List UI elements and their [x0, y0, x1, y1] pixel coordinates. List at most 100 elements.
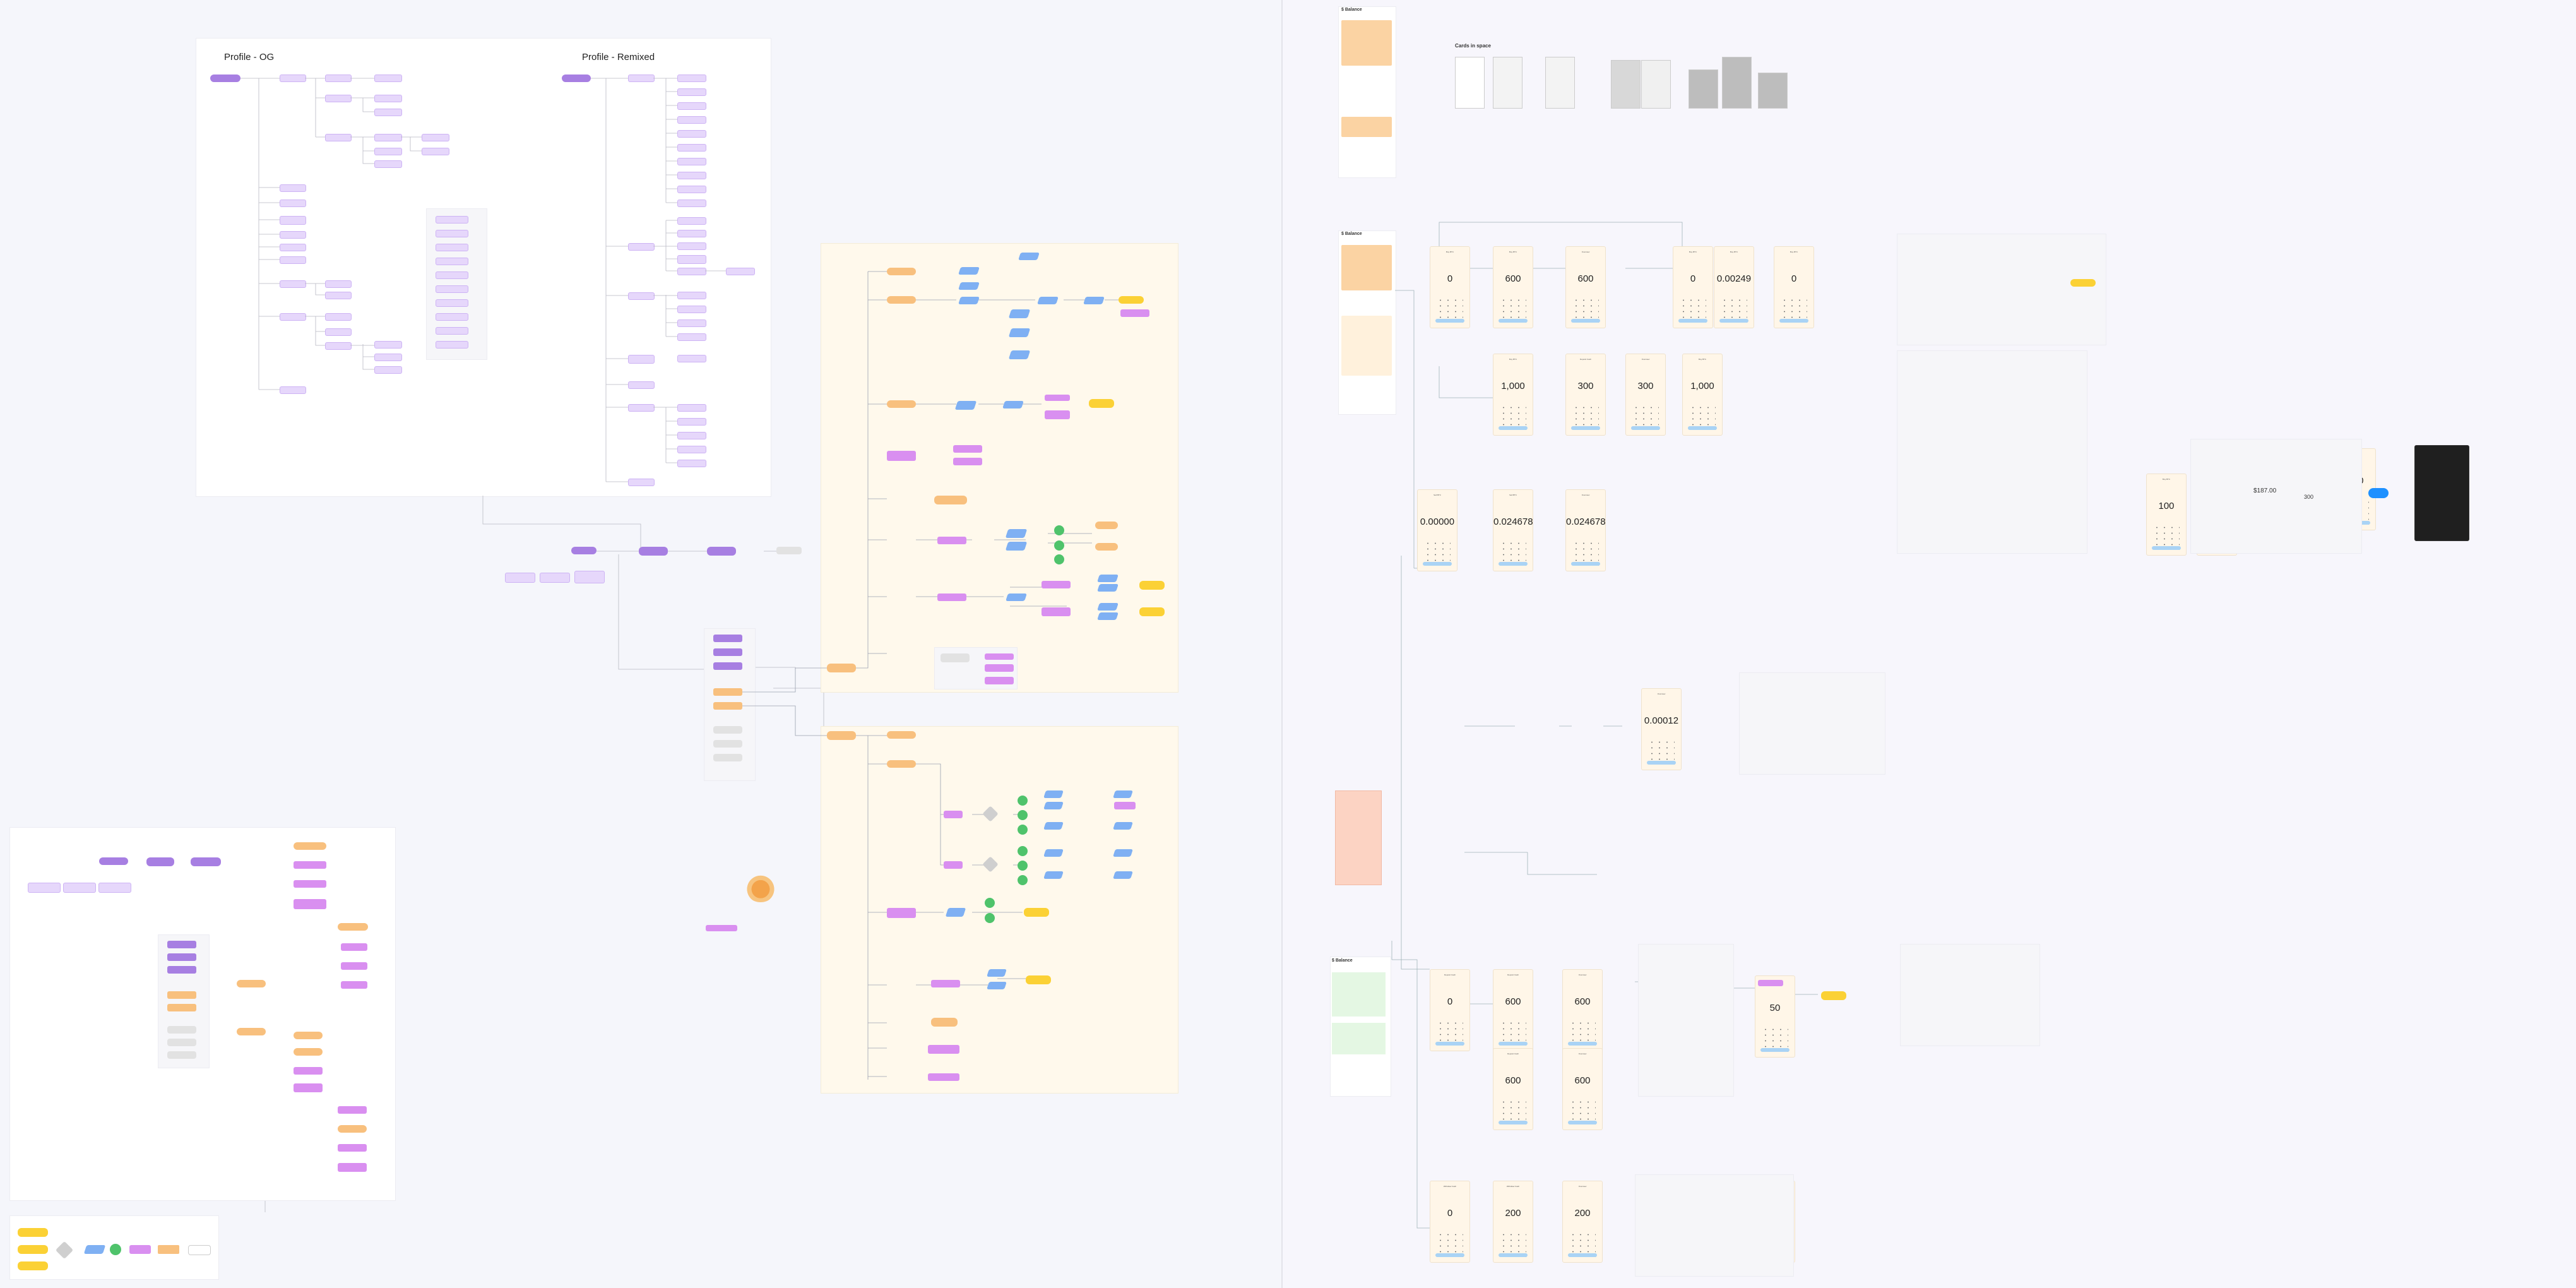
lower-leaf-node[interactable] [338, 1144, 367, 1152]
remix-child[interactable] [677, 319, 706, 327]
flow-node[interactable] [1045, 395, 1070, 401]
lower-leaf-node[interactable] [338, 1163, 367, 1172]
continue-button[interactable] [1760, 1048, 1790, 1052]
og-side-item[interactable] [436, 258, 468, 265]
remix-child[interactable] [677, 88, 706, 96]
lower-hub-node[interactable] [99, 857, 128, 865]
stack-item-grey[interactable] [713, 726, 742, 734]
remix-node[interactable] [628, 404, 655, 412]
og-node[interactable] [325, 134, 352, 141]
og-node[interactable] [374, 341, 402, 349]
flow-node[interactable] [928, 1045, 959, 1054]
lower-leaf-node[interactable] [341, 962, 367, 970]
keypad[interactable] [1569, 1099, 1596, 1124]
continue-button[interactable] [1571, 562, 1600, 566]
flow-decision-circle[interactable] [1054, 525, 1064, 535]
flow-node[interactable] [1120, 309, 1149, 317]
lower-stack-item[interactable] [167, 1039, 196, 1046]
flow-node[interactable] [887, 296, 916, 304]
lower-sub-node[interactable] [28, 883, 61, 893]
continue-button[interactable] [1688, 426, 1717, 430]
og-node[interactable] [325, 95, 352, 102]
keypad[interactable] [1572, 297, 1599, 323]
continue-button[interactable] [1571, 426, 1600, 430]
stack-item-grey[interactable] [713, 740, 742, 748]
hub-sub-node[interactable] [505, 573, 535, 583]
flow-decision-circle[interactable] [1018, 796, 1028, 806]
keypad[interactable] [1648, 739, 1675, 765]
continue-button[interactable] [1631, 426, 1660, 430]
og-node[interactable] [280, 216, 306, 225]
remix-node[interactable] [628, 243, 655, 251]
notes-tag[interactable] [706, 925, 737, 931]
og-root-node[interactable] [210, 75, 240, 82]
keypad[interactable] [1437, 1020, 1463, 1046]
og-node[interactable] [374, 160, 402, 168]
flow-marker[interactable] [1758, 980, 1783, 986]
flow-node[interactable] [944, 861, 963, 869]
og-node[interactable] [325, 313, 352, 321]
flow-node[interactable] [985, 664, 1014, 672]
continue-button[interactable] [1568, 1253, 1597, 1257]
continue-button[interactable] [1423, 562, 1452, 566]
remix-child[interactable] [677, 292, 706, 299]
hub-node[interactable] [707, 547, 736, 556]
og-node[interactable] [374, 75, 402, 82]
og-side-item[interactable] [436, 299, 468, 307]
og-side-item[interactable] [436, 313, 468, 321]
flow-node[interactable] [887, 731, 916, 739]
lower-leaf-node[interactable] [338, 1125, 367, 1133]
continue-button[interactable] [1499, 426, 1528, 430]
lower-stack-item[interactable] [167, 1004, 196, 1011]
flow-decision-circle[interactable] [1018, 861, 1028, 871]
og-side-item[interactable] [436, 341, 468, 349]
og-node[interactable] [374, 95, 402, 102]
flow-decision-circle[interactable] [1054, 540, 1064, 551]
remix-child[interactable] [677, 158, 706, 165]
flow-end-node[interactable] [1024, 908, 1049, 917]
continue-button[interactable] [1499, 562, 1528, 566]
remix-child[interactable] [677, 446, 706, 453]
lower-stack-item[interactable] [167, 991, 196, 999]
keypad[interactable] [2153, 525, 2180, 550]
continue-button[interactable] [1499, 1253, 1528, 1257]
flow-node[interactable] [887, 400, 916, 408]
og-side-item[interactable] [436, 327, 468, 335]
keypad[interactable] [1424, 540, 1451, 566]
og-node[interactable] [280, 231, 306, 239]
og-side-item[interactable] [436, 285, 468, 293]
lower-branch-node[interactable] [237, 980, 266, 987]
remix-child[interactable] [677, 306, 706, 313]
flow-decision-circle[interactable] [1018, 875, 1028, 885]
continue-button[interactable] [1499, 1121, 1528, 1124]
og-node[interactable] [280, 386, 306, 394]
continue-button[interactable] [1499, 1042, 1528, 1046]
hub-node[interactable] [571, 547, 597, 554]
keypad[interactable] [1500, 1099, 1526, 1124]
flow-node[interactable] [953, 458, 982, 465]
og-side-item[interactable] [436, 271, 468, 279]
flow-node[interactable] [887, 760, 916, 768]
continue-button[interactable] [2152, 546, 2181, 550]
flow-node[interactable] [937, 593, 966, 601]
keypad[interactable] [1500, 1020, 1526, 1046]
remix-node[interactable] [628, 355, 655, 364]
remix-child[interactable] [677, 102, 706, 110]
remix-child[interactable] [677, 242, 706, 250]
og-side-item[interactable] [436, 216, 468, 224]
hub-node-grey[interactable] [776, 547, 802, 554]
stack-item-purple[interactable] [713, 662, 742, 670]
continue-button[interactable] [1647, 761, 1676, 765]
flow-decision-circle[interactable] [1054, 554, 1064, 564]
stack-item-orange[interactable] [713, 702, 742, 710]
og-node[interactable] [325, 280, 352, 288]
flow-decision-circle[interactable] [1018, 810, 1028, 820]
remix-child[interactable] [677, 432, 706, 439]
og-node[interactable] [325, 292, 352, 299]
flow-node[interactable] [928, 1073, 959, 1081]
lower-sub-node[interactable] [63, 883, 96, 893]
flow-entry-node[interactable] [827, 731, 856, 740]
flow-node[interactable] [985, 677, 1014, 684]
remix-child[interactable] [677, 186, 706, 193]
remix-child[interactable] [677, 355, 706, 362]
